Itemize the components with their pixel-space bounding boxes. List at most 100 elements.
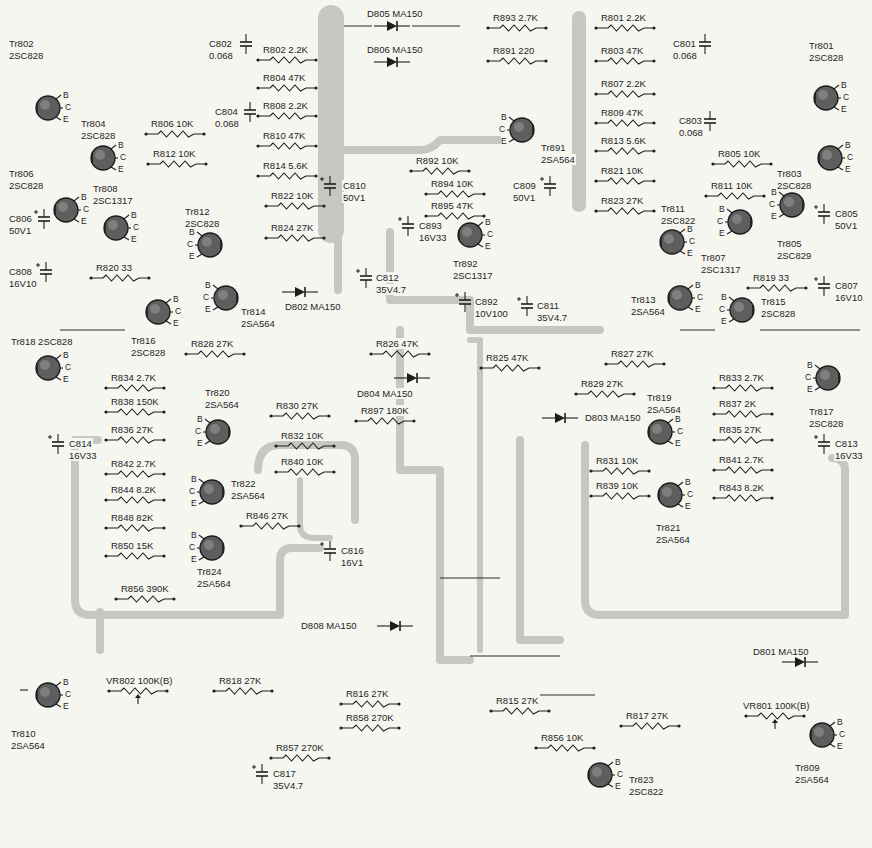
transistor-highlight [40, 687, 50, 697]
pin-letter: E [173, 318, 179, 328]
lead-wire [678, 482, 683, 486]
pin-letter: E [845, 164, 851, 174]
resistor-zigzag [746, 713, 804, 719]
pin-letter: C [805, 372, 811, 382]
solder-pad [479, 366, 482, 369]
resistor-value: R819 33 [752, 272, 790, 283]
transistor-label: 2SC828 [8, 180, 44, 191]
resistor-value: R856 10K [540, 732, 584, 743]
solder-pad [652, 179, 655, 182]
pin-letter: B [685, 477, 691, 487]
resistor-value: R830 27K [275, 400, 319, 411]
lead-wire [197, 254, 202, 257]
resistor-zigzag [748, 285, 806, 291]
resistor-value: R803 47K [600, 45, 644, 56]
solder-pad [104, 498, 107, 501]
transistor-label: Tr818 2SC828 [10, 336, 73, 347]
lead-wire [838, 373, 840, 383]
pin-letter: C [847, 152, 853, 162]
lead-wire [814, 93, 816, 103]
transistor-symbol [648, 419, 675, 444]
lead-wire [36, 210, 37, 214]
transistor-body [648, 420, 672, 444]
solder-pad [744, 714, 747, 717]
resistor-value: R820 33 [95, 262, 133, 273]
resistor-value: R815 27K [495, 695, 539, 706]
resistor-zigzag [576, 391, 634, 397]
resistor-zigzag [106, 409, 164, 415]
transistor-label: Tr820 [204, 387, 230, 398]
solder-pad [652, 121, 655, 124]
transistor-label: 2SA564 [230, 490, 266, 501]
lead-wire [56, 117, 61, 120]
solder-pad [762, 194, 765, 197]
capacitor-label: 50V1 [342, 192, 366, 203]
solder-pad [662, 362, 665, 365]
capacitor-symbol [814, 204, 830, 224]
pin-letter: C [677, 426, 683, 436]
lead-wire [365, 268, 366, 276]
resistor-zigzag [341, 701, 399, 707]
resistor-zigzag [146, 131, 204, 137]
resistor-symbol [212, 688, 273, 694]
solder-pad [239, 524, 242, 527]
lead-wire [197, 232, 202, 236]
transistor-highlight [218, 290, 228, 300]
lead-wire [43, 209, 44, 217]
wiper-arrow [772, 719, 778, 723]
resistor-zigzag [258, 57, 316, 63]
solder-pad [332, 444, 335, 447]
copper-trace [258, 445, 355, 520]
solder-pad [594, 179, 597, 182]
resistor-symbol [594, 91, 655, 97]
resistor-symbol [486, 25, 547, 31]
resistor-zigzag [106, 525, 164, 531]
resistor-zigzag [356, 418, 414, 424]
pin-letter: E [837, 741, 843, 751]
lead-wire [834, 85, 839, 89]
solder-pad [314, 144, 317, 147]
resistor-symbol [104, 497, 165, 503]
solder-pad [162, 554, 165, 557]
lead-wire [324, 548, 336, 550]
resistor-symbol [256, 143, 317, 149]
lead-wire [245, 34, 246, 42]
pin-letter: E [63, 701, 69, 711]
lead-wire [322, 542, 323, 546]
pin-letter: B [771, 187, 777, 197]
resistor-zigzag [714, 385, 772, 391]
solder-pad [589, 469, 592, 472]
wire [344, 25, 460, 26]
capacitor-label: 16V33 [418, 232, 447, 243]
copper-trace [318, 18, 344, 230]
resistor-zigzag [106, 437, 164, 443]
pin-letter: B [687, 224, 693, 234]
solder-pad [482, 192, 485, 195]
transistor-body [728, 210, 752, 234]
capacitor-label: C811 [536, 300, 560, 311]
capacitor-label: C805 [834, 208, 859, 219]
resistor-value: R821 10K [600, 165, 644, 176]
transistor-highlight [662, 487, 672, 497]
solder-pad [256, 114, 259, 117]
lead-wire [304, 287, 306, 297]
resistor-value: R812 10K [152, 148, 196, 159]
transistor-symbol [660, 229, 687, 254]
diode-triangle [555, 413, 565, 423]
resistor-symbol [409, 168, 470, 174]
capacitor-symbol [455, 292, 471, 312]
solder-pad [711, 162, 714, 165]
lead-wire [91, 153, 93, 163]
transistor-highlight [210, 424, 220, 434]
lead-wire [823, 216, 824, 224]
solder-pad [712, 438, 715, 441]
solder-pad [712, 468, 715, 471]
capacitor-label: 50V1 [834, 220, 858, 231]
resistor-zigzag [596, 178, 654, 184]
transistor-body [36, 96, 60, 120]
transistor-body [730, 298, 754, 322]
pin-letter: C [65, 362, 71, 372]
lead-wire [588, 770, 590, 780]
resistor-symbol [104, 385, 165, 391]
